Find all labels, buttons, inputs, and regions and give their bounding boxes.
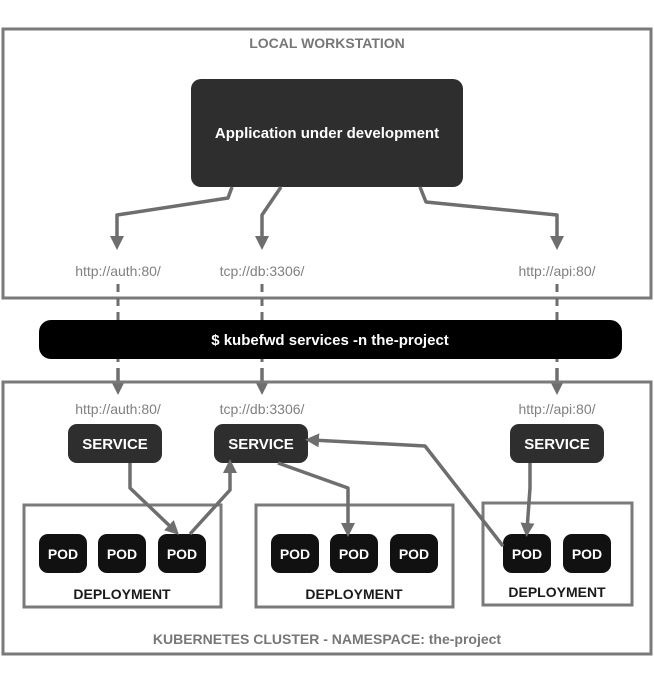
deployment-auth-label: DEPLOYMENT xyxy=(73,586,171,602)
service-db-to-pod-arrow xyxy=(277,461,355,537)
pod-db-1 xyxy=(271,534,319,573)
pod-api-2-label: POD xyxy=(572,546,602,562)
pod-auth-2 xyxy=(98,534,146,573)
app-to-api-arrow xyxy=(418,186,564,250)
service-api-to-pod-arrow xyxy=(520,463,535,537)
pod-auth-3 xyxy=(158,534,206,573)
pod-db-1-label: POD xyxy=(280,546,310,562)
application-box xyxy=(191,79,463,187)
endpoint-api-local: http://api:80/ xyxy=(518,263,595,279)
service-api-label: SERVICE xyxy=(524,436,590,453)
pod-auth-3-label: POD xyxy=(167,546,197,562)
pod-auth-to-service-db-arrow xyxy=(188,459,237,536)
pod-api-to-service-db-arrow xyxy=(305,433,505,548)
service-auth-to-pod-arrow xyxy=(128,463,180,535)
pod-auth-2-label: POD xyxy=(107,546,137,562)
command-text: kubefwd services -n the-project xyxy=(224,332,449,349)
pod-db-2-label: POD xyxy=(339,546,369,562)
app-to-db-arrow xyxy=(255,186,283,250)
pod-auth-1 xyxy=(39,534,87,573)
endpoint-db-local: tcp://db:3306/ xyxy=(220,263,305,279)
endpoint-auth-local: http://auth:80/ xyxy=(75,263,161,279)
service-db xyxy=(214,424,308,463)
pod-db-3-label: POD xyxy=(399,546,429,562)
command-line: $ kubefwd services -n the-project xyxy=(211,332,449,349)
deployment-auth-frame xyxy=(22,503,223,609)
pod-auth-1-label: POD xyxy=(48,546,78,562)
service-api xyxy=(510,424,604,463)
kubernetes-cluster-label: KUBERNETES CLUSTER - NAMESPACE: the-proj… xyxy=(153,631,502,647)
pod-api-1-label: POD xyxy=(512,546,542,562)
app-to-auth-arrow xyxy=(110,186,234,250)
pod-api-2 xyxy=(563,534,611,573)
deployment-api-label: DEPLOYMENT xyxy=(508,584,606,600)
endpoint-auth-cluster: http://auth:80/ xyxy=(75,401,161,417)
application-label: Application under development xyxy=(215,125,439,142)
local-workstation-frame xyxy=(1,27,653,300)
service-auth xyxy=(68,424,162,463)
deployment-db-label: DEPLOYMENT xyxy=(305,586,403,602)
endpoint-api-cluster: http://api:80/ xyxy=(518,401,595,417)
pod-db-2 xyxy=(330,534,378,573)
service-db-label: SERVICE xyxy=(228,436,294,453)
endpoint-db-cluster: tcp://db:3306/ xyxy=(220,401,305,417)
command-prompt: $ xyxy=(211,332,220,349)
pod-api-1 xyxy=(503,534,551,573)
command-bar xyxy=(39,320,622,359)
pod-db-3 xyxy=(390,534,438,573)
deployment-api-frame xyxy=(481,501,634,607)
local-workstation-label: LOCAL WORKSTATION xyxy=(249,35,405,51)
deployment-db-frame xyxy=(254,503,455,609)
kubernetes-cluster-frame xyxy=(1,380,653,656)
service-auth-label: SERVICE xyxy=(82,436,148,453)
